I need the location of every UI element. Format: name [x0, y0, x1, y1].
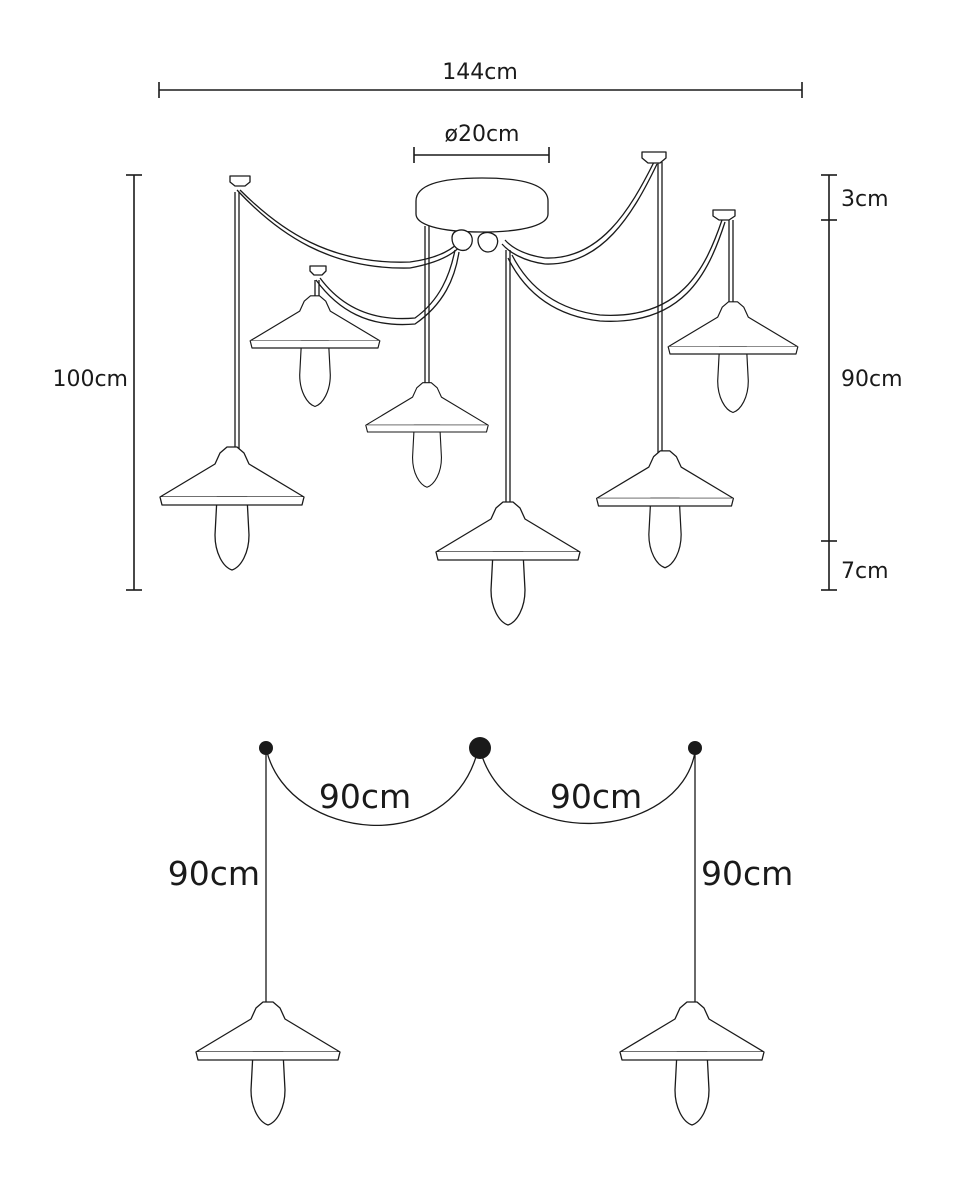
center-canopy-point	[469, 737, 491, 759]
drop-left-label: 90cm	[168, 854, 260, 893]
width-label: 144cm	[442, 60, 518, 85]
cable-detail-drawing: 90cm 90cm 90cm 90cm	[168, 737, 793, 1126]
hook-point-right	[688, 741, 702, 755]
arc-left-label: 90cm	[319, 777, 411, 816]
lamp-height-label: 7cm	[841, 559, 889, 584]
spider-pendant-drawing	[159, 151, 799, 626]
arc-right-label: 90cm	[550, 777, 642, 816]
segment-height-dimension: 3cm 90cm 7cm	[821, 174, 903, 591]
canopy-diameter-label: ø20cm	[445, 122, 520, 147]
cable-length-label: 90cm	[841, 367, 903, 392]
total-height-label: 100cm	[52, 367, 128, 392]
width-dimension: 144cm	[158, 60, 803, 98]
canopy-diameter-dimension: ø20cm	[413, 122, 550, 163]
drop-right-label: 90cm	[701, 854, 793, 893]
total-height-dimension: 100cm	[52, 174, 142, 591]
canopy-height-label: 3cm	[841, 187, 889, 212]
hook-point-left	[259, 741, 273, 755]
